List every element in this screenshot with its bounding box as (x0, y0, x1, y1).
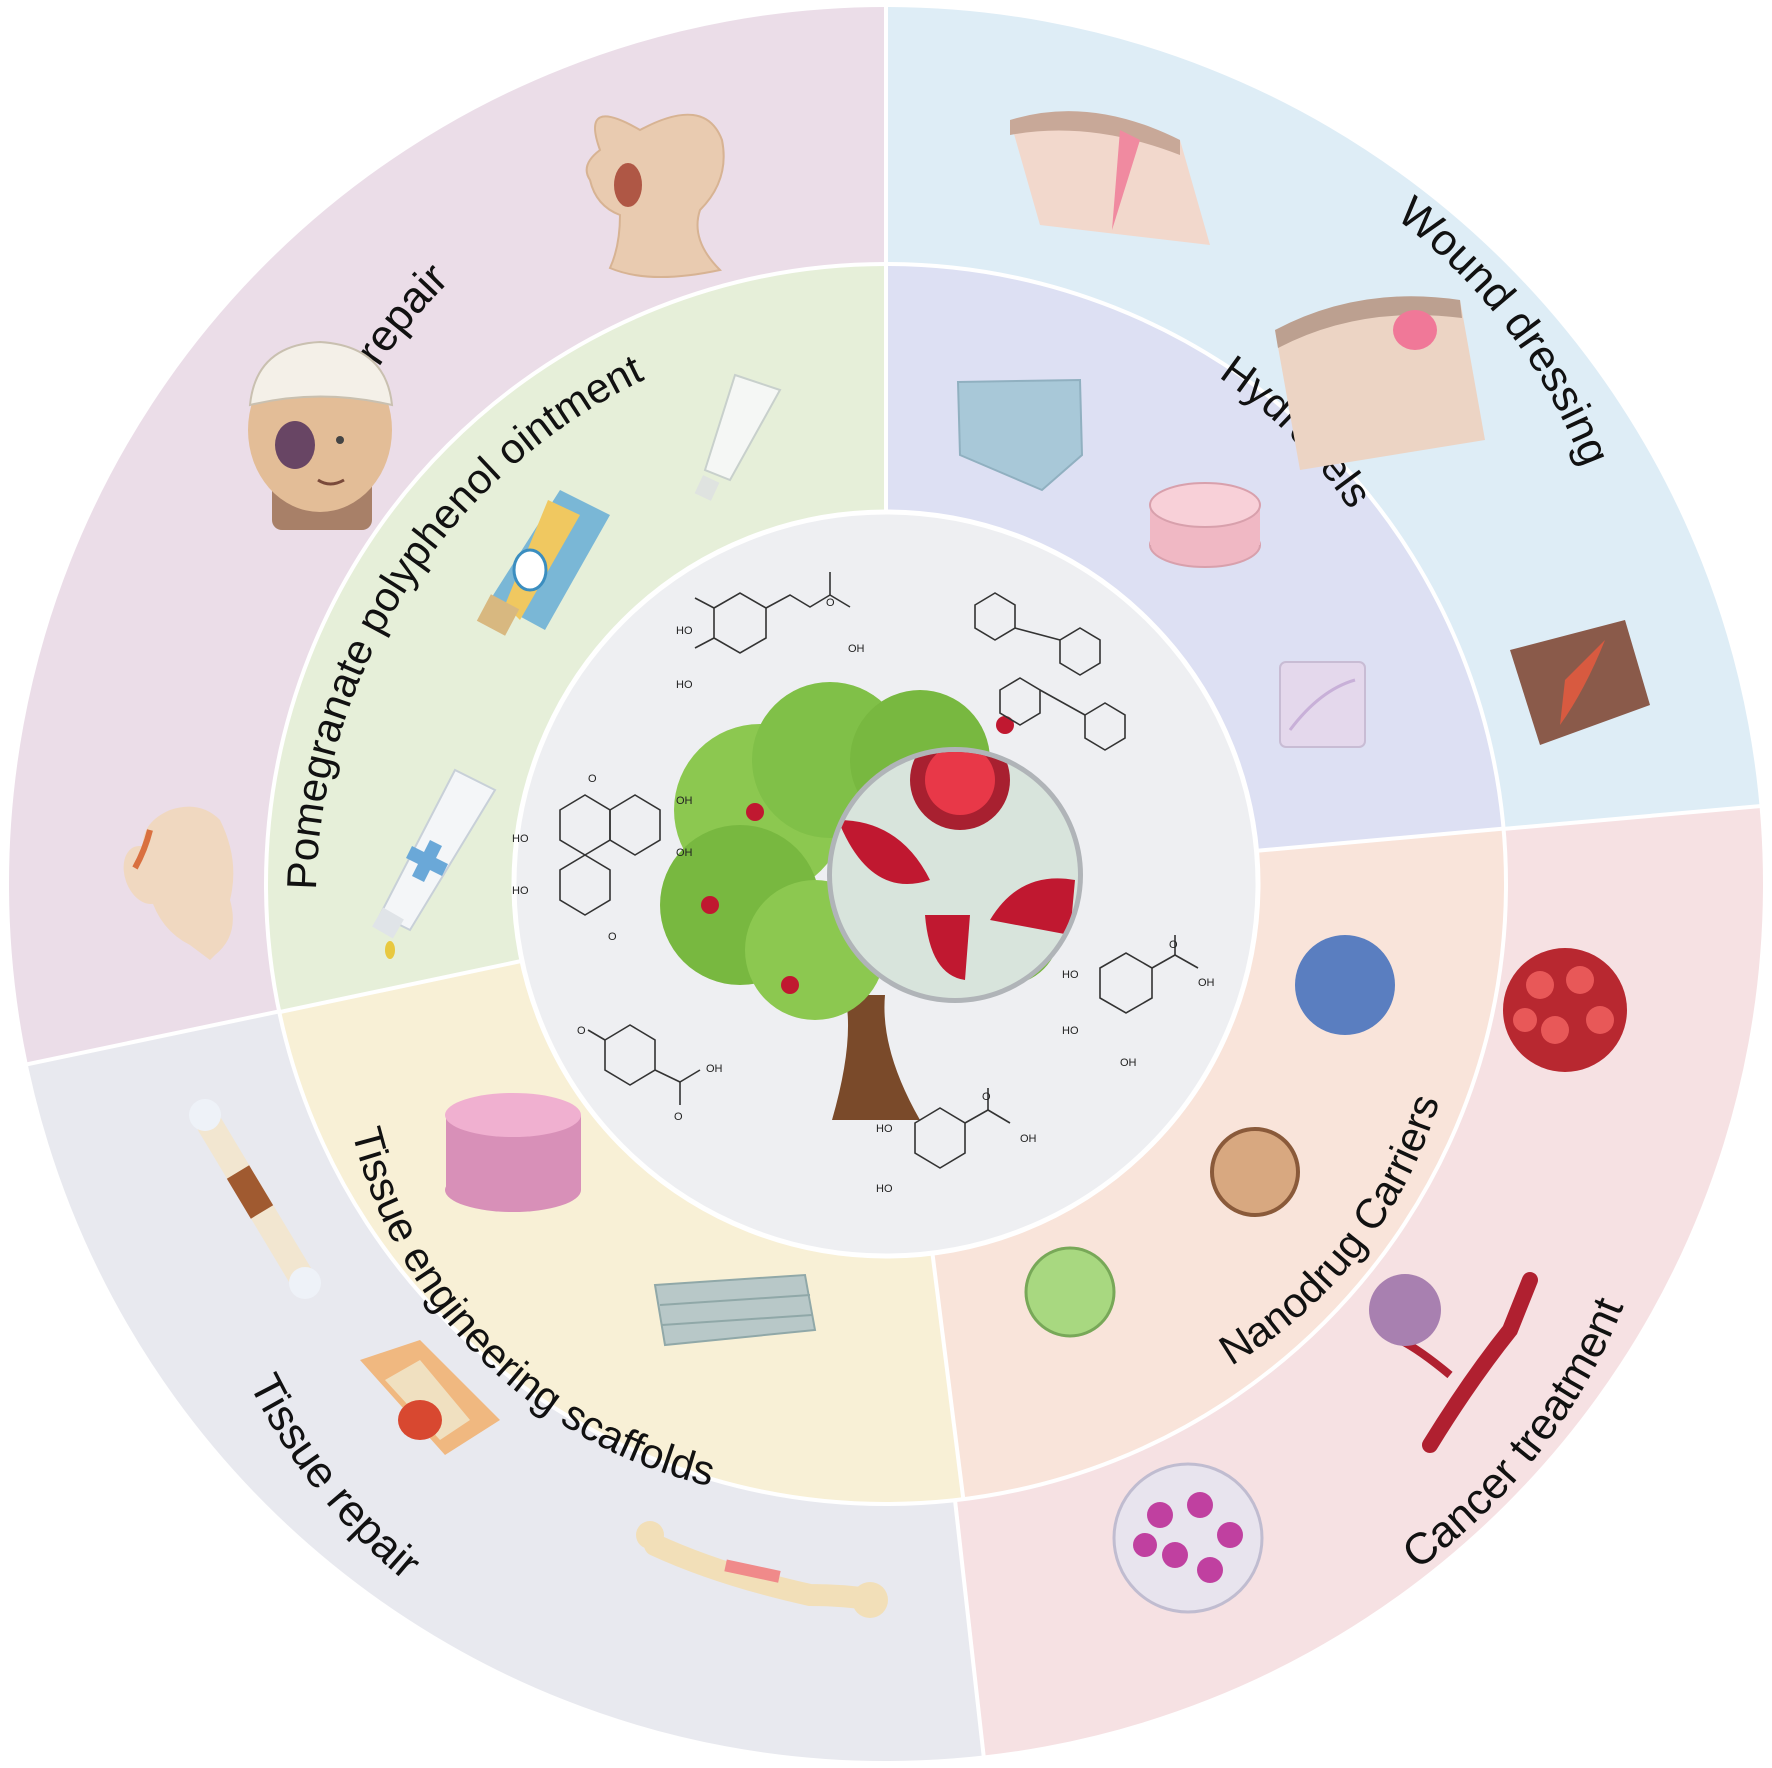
chem-o-4: O (577, 1025, 586, 1037)
chem-oh-1: OH (848, 643, 865, 655)
chem-ho-7: HO (876, 1123, 893, 1135)
nanoparticle-green-icon (1024, 1246, 1116, 1338)
head-scar-icon (123, 806, 234, 960)
layered-scaffold-icon (653, 1273, 817, 1347)
chem-o-2: O (588, 773, 597, 785)
inner-ring-border (264, 262, 1508, 1506)
chem-ho-6: HO (1062, 1025, 1079, 1037)
porous-scaffold-icon (445, 1093, 581, 1212)
cell-cluster-icon (1112, 1462, 1264, 1614)
caffeic-acid-structure: HO HO OH O (676, 572, 865, 691)
chem-ho-5: HO (1062, 969, 1079, 981)
bone-icon (189, 1099, 321, 1299)
chem-oh-5: OH (1120, 1057, 1137, 1069)
chem-oh-2: OH (676, 795, 693, 807)
femur-icon (636, 1521, 888, 1618)
gallic-acid-structure: HO HO OH OH O (1062, 935, 1215, 1069)
punicalagin-structure (974, 592, 1126, 751)
chem-oh-3: OH (676, 847, 693, 859)
ellagic-acid-structure: HO HO OH OH O O (512, 773, 693, 943)
tumor-cluster-icon (1503, 948, 1627, 1072)
magnifier-icon (827, 747, 1083, 1003)
chem-ho-8: HO (876, 1183, 893, 1195)
chem-o-5: O (674, 1111, 683, 1123)
chem-oh-6: OH (1198, 977, 1215, 989)
chem-ho-2: HO (676, 679, 693, 691)
chem-o-1: O (826, 597, 835, 609)
dropper-tube-icon (372, 768, 497, 959)
coumalic-acid-structure: OH O O (577, 1024, 723, 1123)
head-profile-icon (585, 113, 725, 279)
chem-o-6: O (1169, 939, 1178, 951)
tissue-patch-icon (1510, 620, 1650, 745)
skin-healing-icon (1275, 296, 1485, 470)
chem-ho-3: HO (512, 833, 529, 845)
nanoparticle-blue-icon (1295, 935, 1395, 1035)
blood-vessel-tumor-icon (1369, 1272, 1538, 1453)
chem-oh-4: OH (706, 1063, 723, 1075)
hydrogel-film-icon (1279, 661, 1366, 748)
ointment-tube-icon (694, 373, 782, 501)
joint-icon (360, 1340, 500, 1455)
bandaged-face-icon (248, 340, 394, 530)
chem-o-3: O (608, 931, 617, 943)
protocatechuic-acid-structure: HO HO OH O (876, 1088, 1037, 1195)
cream-tube-icon (476, 490, 610, 636)
outer-ring-border (7, 5, 1765, 1763)
skin-wound-icon (1010, 111, 1210, 245)
hydrogel-cube-icon (956, 378, 1084, 492)
hydrogel-disc-icon (1149, 482, 1261, 568)
chem-ho-1: HO (676, 625, 693, 637)
chem-ho-4: HO (512, 885, 529, 897)
chem-oh-7: OH (1020, 1133, 1037, 1145)
chem-o-7: O (982, 1091, 991, 1103)
nanoparticle-porous-icon (1210, 1127, 1300, 1217)
